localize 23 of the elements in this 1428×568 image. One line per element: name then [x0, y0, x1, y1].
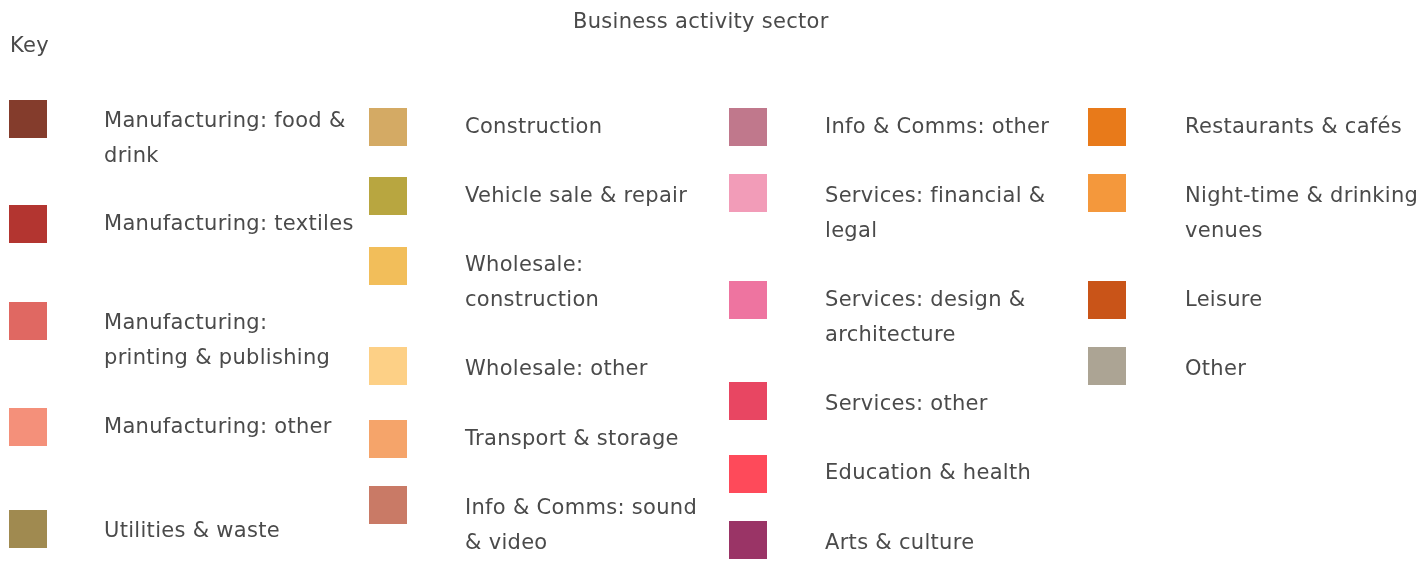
legend-label: Info & Comms: other — [825, 113, 1051, 140]
key-heading: Key — [10, 32, 49, 59]
legend-label: Manufacturing: other — [104, 413, 333, 440]
legend-label: Services: financial & legal — [825, 182, 1047, 244]
legend-label: Arts & culture — [825, 529, 976, 556]
legend-label: Wholesale: construction — [465, 251, 601, 313]
legend-label: Manufacturing: textiles — [104, 210, 354, 237]
legend-label: Vehicle sale & repair — [465, 182, 689, 209]
legend-label: Other — [1185, 355, 1248, 382]
legend-label: Manufacturing: food & drink — [104, 107, 347, 169]
legend-label: Night-time & drinking venues — [1185, 182, 1420, 244]
legend-label: Info & Comms: sound & video — [465, 494, 699, 556]
legend-label: Education & health — [825, 459, 1033, 486]
legend-label: Restaurants & cafés — [1185, 113, 1403, 140]
legend-label: Manufacturing: printing & publishing — [104, 309, 332, 371]
legend-label: Transport & storage — [465, 425, 680, 452]
legend-label: Utilities & waste — [104, 517, 281, 544]
legend-label: Leisure — [1185, 286, 1264, 313]
legend-label: Wholesale: other — [465, 355, 649, 382]
chart-title: Business activity sector — [573, 8, 829, 35]
legend-label: Services: other — [825, 390, 989, 417]
legend-label: Services: design & architecture — [825, 286, 1027, 348]
legend-label: Construction — [465, 113, 604, 140]
